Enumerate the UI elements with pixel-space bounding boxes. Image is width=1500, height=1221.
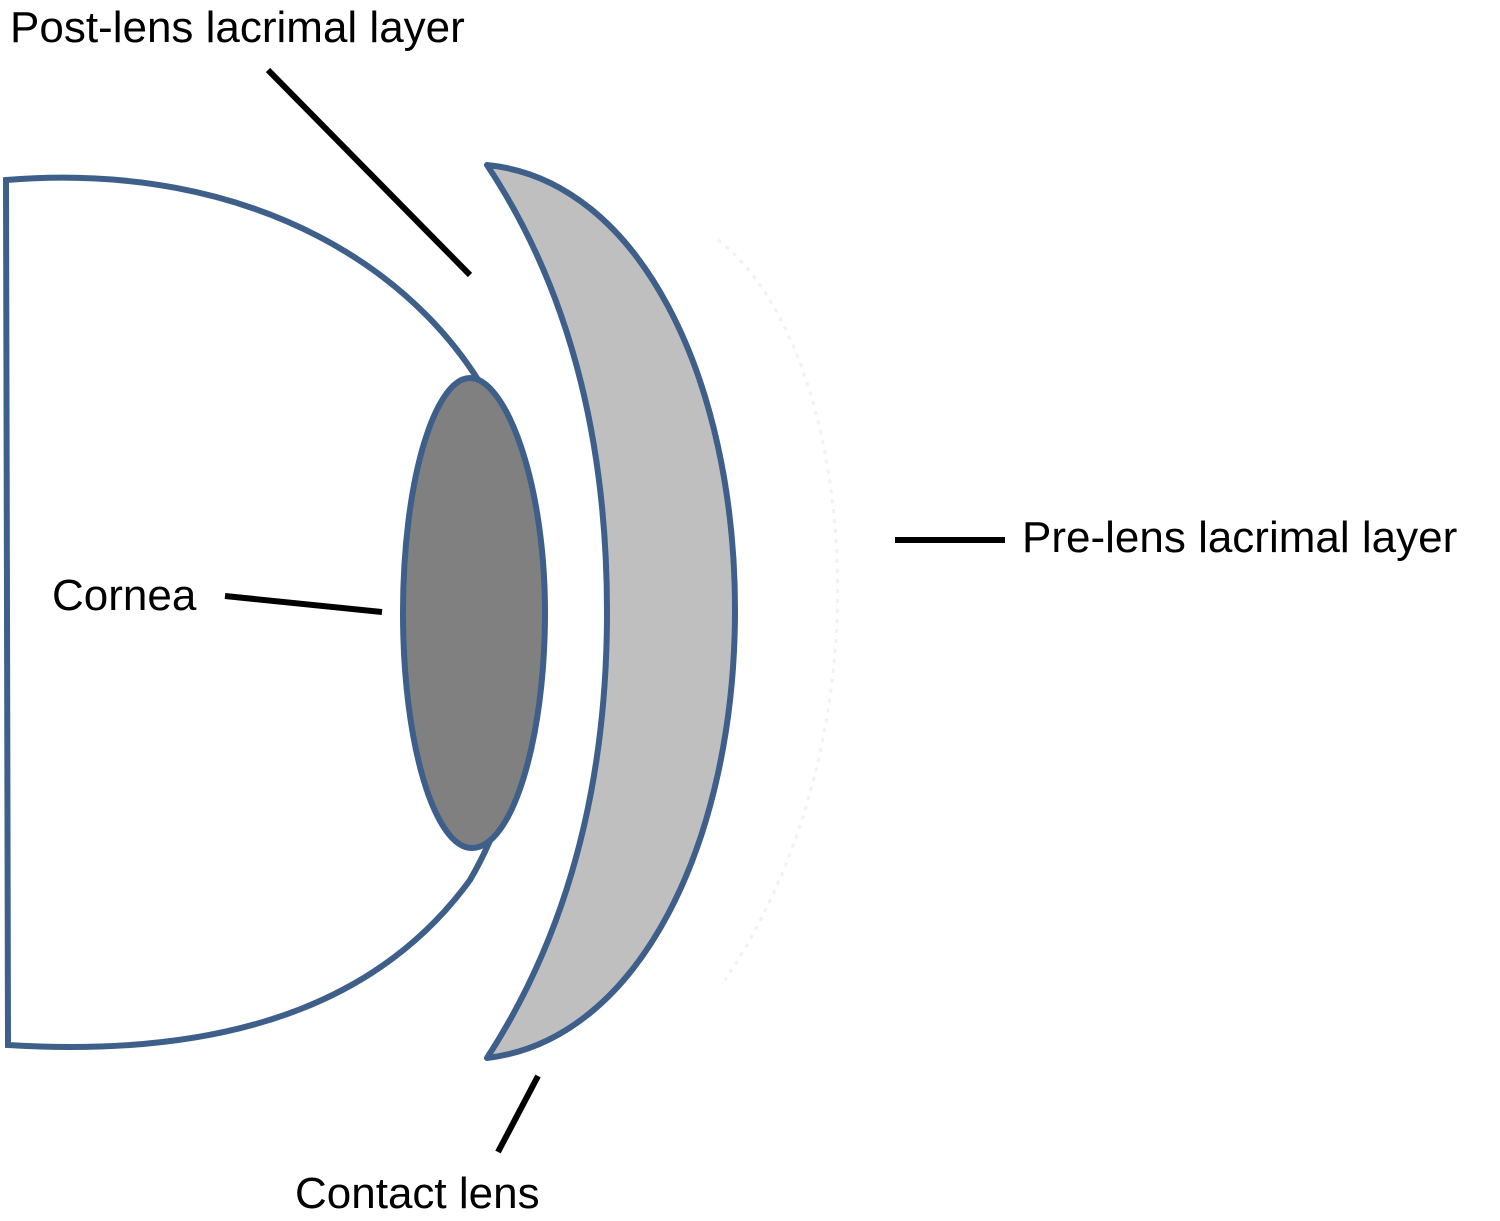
post-lens-label: Post-lens lacrimal layer [10,3,465,52]
cornea-label: Cornea [52,571,197,620]
pre-lens-label: Pre-lens lacrimal layer [1022,513,1457,562]
contact-lens-shape [484,162,738,1061]
cornea-shape [399,374,549,852]
contact-lens-leader-line [495,1074,541,1154]
post-lens-leader-line [265,67,473,278]
cornea-leader-line [224,593,383,615]
pre-lens-lacrimal-layer-shape [717,238,840,981]
contact-lens-label: Contact lens [295,1169,540,1218]
